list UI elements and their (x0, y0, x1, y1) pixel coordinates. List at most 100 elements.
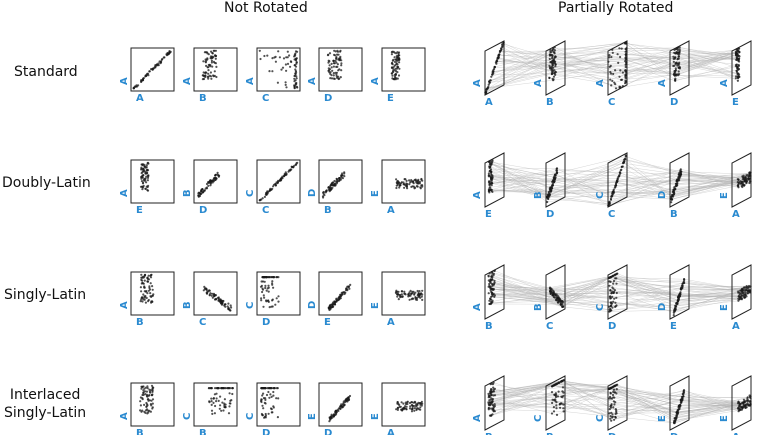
data-point (682, 281, 685, 284)
data-point (213, 74, 216, 77)
data-point (738, 181, 741, 184)
data-point (621, 71, 625, 74)
data-point (258, 49, 261, 52)
y-axis-label: C (245, 413, 256, 420)
data-point (562, 391, 565, 394)
data-point (265, 393, 269, 397)
data-point (268, 396, 271, 399)
data-point (271, 280, 274, 283)
data-point (420, 404, 423, 407)
x-axis-label: A (732, 209, 740, 220)
data-point (678, 293, 681, 296)
data-point (218, 174, 221, 177)
data-point (149, 391, 152, 394)
data-point (277, 50, 280, 53)
data-point (561, 386, 565, 389)
data-point (550, 391, 554, 394)
data-point (673, 70, 676, 73)
data-point (403, 290, 406, 293)
data-point (556, 395, 560, 398)
data-point (294, 68, 297, 71)
data-point (417, 295, 420, 298)
data-point (615, 296, 618, 299)
data-point (324, 191, 327, 194)
data-point (166, 53, 169, 56)
data-point (278, 179, 281, 182)
data-point (487, 175, 490, 178)
data-point (398, 67, 401, 70)
data-point (609, 295, 612, 298)
data-point (742, 402, 745, 405)
data-point (267, 286, 270, 289)
data-point (335, 57, 338, 60)
data-point (619, 172, 622, 175)
data-point (227, 308, 230, 311)
data-point (209, 292, 212, 295)
y-axis-label: E (370, 413, 381, 420)
data-point (331, 183, 334, 187)
x-axis-label: E (387, 93, 394, 104)
data-point (264, 286, 267, 290)
data-point (619, 69, 622, 72)
data-point (614, 305, 617, 308)
data-point (207, 72, 210, 75)
data-point (615, 388, 618, 391)
data-point (740, 294, 743, 297)
data-point (619, 55, 622, 59)
data-point (405, 185, 408, 188)
data-point (263, 401, 266, 404)
data-point (202, 289, 205, 292)
data-point (545, 196, 549, 199)
data-point (340, 291, 343, 294)
data-point (737, 63, 740, 67)
data-point (340, 294, 343, 297)
data-point (609, 391, 612, 394)
data-point (205, 187, 209, 190)
data-point (561, 301, 565, 304)
x-axis-label: D (324, 428, 332, 435)
data-point (209, 71, 212, 74)
data-point (489, 391, 492, 394)
data-point (414, 404, 417, 407)
data-point (491, 270, 494, 274)
data-point (155, 63, 158, 66)
data-point (487, 181, 491, 184)
data-point (678, 48, 681, 51)
data-point (150, 393, 153, 397)
scatter-panel (193, 382, 238, 427)
data-point (210, 59, 213, 62)
data-point (332, 303, 335, 306)
data-point (624, 48, 627, 51)
data-point (328, 52, 332, 55)
data-point (284, 63, 287, 66)
data-point (262, 305, 265, 308)
data-point (140, 166, 143, 169)
x-axis-label: B (485, 432, 493, 435)
x-axis-label: C (608, 209, 615, 220)
data-point (336, 65, 339, 68)
data-point (211, 296, 214, 299)
data-point (260, 387, 264, 390)
rotated-panel (545, 40, 566, 96)
data-point (398, 58, 401, 61)
rotated-panel (484, 375, 505, 431)
data-point (161, 57, 164, 61)
data-point (490, 382, 493, 385)
data-point (211, 412, 214, 415)
data-point (294, 59, 298, 62)
data-point (323, 194, 326, 197)
data-point (261, 394, 264, 397)
data-point (219, 395, 222, 398)
data-point (214, 404, 217, 408)
scatter-panel (193, 271, 238, 316)
data-point (682, 390, 685, 393)
data-point (149, 274, 152, 277)
data-point (550, 186, 554, 190)
data-point (740, 408, 744, 411)
data-point (396, 66, 399, 69)
data-point (738, 47, 741, 50)
y-axis-label: A (182, 77, 193, 85)
data-point (338, 178, 341, 181)
data-point (274, 183, 277, 186)
y-axis-label: C (595, 192, 606, 199)
